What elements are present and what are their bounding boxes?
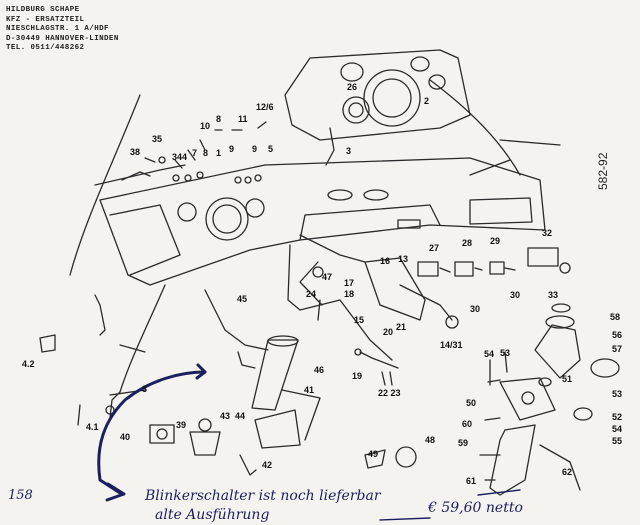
part-label: 30 bbox=[470, 304, 480, 314]
column-shroud-upper bbox=[534, 324, 581, 379]
part-label: 11 bbox=[238, 114, 248, 124]
part-label: 4 bbox=[182, 152, 187, 162]
part-label: 54 bbox=[484, 349, 494, 359]
part-label: 47 bbox=[322, 272, 332, 282]
stamp-line: D-30449 HANNOVER-LINDEN bbox=[6, 34, 119, 43]
speedometer-cable bbox=[109, 284, 166, 419]
part-label: 60 bbox=[462, 419, 472, 429]
inset-cluster-housing bbox=[284, 49, 471, 141]
inset-small-gauge bbox=[342, 96, 370, 124]
handwritten-price: € 59,60 netto bbox=[428, 500, 523, 516]
part-label: 8 bbox=[216, 114, 221, 124]
part-label: 24 bbox=[306, 289, 316, 299]
part-label: 10 bbox=[200, 121, 210, 131]
part-label: 22 23 bbox=[378, 388, 401, 398]
part-label: 30 bbox=[510, 290, 520, 300]
part-label: 43 bbox=[220, 411, 230, 421]
part-label: 46 bbox=[314, 365, 324, 375]
part-label: 54 bbox=[612, 424, 622, 434]
part-label: 26 bbox=[347, 82, 357, 92]
part-label: 1 bbox=[216, 148, 221, 158]
handwritten-note-line1: Blinkerschalter ist noch lieferbar bbox=[145, 488, 381, 504]
part-label: 57 bbox=[612, 344, 622, 354]
light-switch-assembly bbox=[364, 257, 426, 321]
catalog-page-code: 582-92 bbox=[596, 152, 610, 190]
column-shroud-lower bbox=[489, 424, 536, 496]
part-label: 8 bbox=[203, 148, 208, 158]
part-label: 29 bbox=[490, 236, 500, 246]
body-outline bbox=[69, 94, 186, 276]
inset-speedometer bbox=[363, 69, 421, 127]
page-number: 158 bbox=[8, 488, 33, 503]
part-label: 28 bbox=[462, 238, 472, 248]
part-label: 41 bbox=[304, 385, 314, 395]
part-label: 7 bbox=[192, 148, 197, 158]
part-label: 9 bbox=[252, 144, 257, 154]
stamp-line: TEL. 0511/448262 bbox=[6, 44, 85, 52]
stamp-line: HILDBURG SCHAPE bbox=[6, 6, 80, 14]
part-label: 50 bbox=[466, 398, 476, 408]
part-label: 5 bbox=[268, 144, 273, 154]
handwritten-arrow bbox=[97, 370, 207, 495]
stamp-line: NIESCHLAGSTR. 1 A/HDF bbox=[6, 25, 109, 33]
part-label: 13 bbox=[398, 254, 408, 264]
part-label: 18 bbox=[344, 289, 354, 299]
part-label: 35 bbox=[152, 134, 162, 144]
part-label: 49 bbox=[368, 449, 378, 459]
part-label: 39 bbox=[176, 420, 186, 430]
part-label: 33 bbox=[548, 290, 558, 300]
part-label: 15 bbox=[354, 315, 364, 325]
stamp-line: KFZ - ERSATZTEIL bbox=[6, 15, 85, 24]
part-label: 9 bbox=[229, 144, 234, 154]
handwritten-note-line2: alte Ausführung bbox=[155, 507, 270, 523]
part-label: 2 bbox=[424, 96, 429, 106]
part-label: 3 bbox=[142, 384, 147, 394]
part-label: 52 bbox=[612, 412, 622, 422]
part-label: 32 bbox=[542, 228, 552, 238]
part-label: 19 bbox=[352, 371, 362, 381]
part-label: 4.1 bbox=[86, 422, 99, 432]
part-label: 20 bbox=[383, 327, 393, 337]
part-label: 44 bbox=[235, 411, 245, 421]
part-label: 56 bbox=[612, 330, 622, 340]
part-label: 12/6 bbox=[256, 102, 274, 112]
part-label: 21 bbox=[396, 322, 406, 332]
part-label: 27 bbox=[429, 243, 439, 253]
part-label: 59 bbox=[458, 438, 468, 448]
steering-column-shaft bbox=[251, 339, 299, 411]
part-label: 38 bbox=[130, 147, 140, 157]
part-label: 53 bbox=[612, 389, 622, 399]
part-label: 3 bbox=[346, 146, 351, 156]
part-label: 55 bbox=[612, 436, 622, 446]
part-label: 42 bbox=[262, 460, 272, 470]
part-label: 48 bbox=[425, 435, 435, 445]
part-label: 16 bbox=[380, 256, 390, 266]
part-label: 45 bbox=[237, 294, 247, 304]
part-label: 53 bbox=[500, 348, 510, 358]
dealer-stamp: HILDBURG SCHAPE KFZ - ERSATZTEIL NIESCHL… bbox=[6, 6, 136, 54]
part-label: 34 bbox=[172, 152, 182, 162]
part-label: 14/31 bbox=[440, 340, 463, 350]
dashboard-panel bbox=[99, 157, 546, 286]
part-label: 61 bbox=[466, 476, 476, 486]
part-label: 4.2 bbox=[22, 359, 35, 369]
part-label: 40 bbox=[120, 432, 130, 442]
part-label: 51 bbox=[562, 374, 572, 384]
turn-signal-lever bbox=[204, 289, 269, 369]
part-label: 62 bbox=[562, 467, 572, 477]
part-label: 17 bbox=[344, 278, 354, 288]
part-label: 58 bbox=[610, 312, 620, 322]
